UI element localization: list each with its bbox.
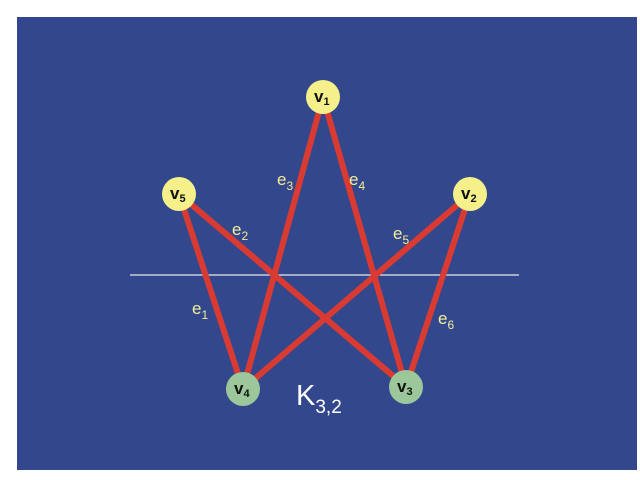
edge-label-main: e <box>349 170 358 189</box>
edge-label-main: e <box>192 299 201 318</box>
vertex-label-sub: 5 <box>179 193 185 205</box>
edge-label-e2: e2 <box>232 220 248 243</box>
vertex-label-sub: 3 <box>406 386 412 398</box>
edge-label-sub: 6 <box>447 318 454 332</box>
edge-e4 <box>320 94 409 390</box>
vertex-v1: v1 <box>306 80 340 114</box>
edge-label-main: e <box>393 224 402 243</box>
vertex-label-sub: 4 <box>243 388 250 400</box>
vertex-label-main: v <box>397 377 407 396</box>
vertex-v2: v2 <box>453 177 487 211</box>
edge-label-main: e <box>232 220 241 239</box>
edges-layer <box>176 94 473 392</box>
vertex-node-v1 <box>306 80 340 114</box>
edge-label-sub: 3 <box>286 179 293 193</box>
vertex-label-main: v <box>314 87 324 106</box>
vertex-v4: v4 <box>226 372 260 406</box>
vertex-v3: v3 <box>389 370 423 404</box>
graph-title-main: K <box>296 380 316 412</box>
vertex-label-main: v <box>170 184 180 203</box>
edge-label-sub: 2 <box>241 229 248 243</box>
vertex-label-main: v <box>234 379 244 398</box>
edge-label-e5: e5 <box>393 224 409 247</box>
edge-label-e6: e6 <box>438 309 454 332</box>
vertex-v5: v5 <box>162 177 196 211</box>
edge-e3 <box>240 94 326 392</box>
vertex-label-sub: 1 <box>323 96 329 108</box>
edge-label-e4: e4 <box>349 170 365 193</box>
graph-title-sub: 3,2 <box>315 397 341 418</box>
vertex-node-v3 <box>389 370 423 404</box>
vertex-node-v4 <box>226 372 260 406</box>
edge-e6 <box>403 191 473 390</box>
edge-label-main: e <box>438 309 447 328</box>
edge-e2 <box>176 191 409 390</box>
edge-label-main: e <box>277 170 286 189</box>
vertex-label-v5: v5 <box>170 184 186 205</box>
graph-title: K3,2 <box>296 380 342 418</box>
vertex-label-main: v <box>461 184 471 203</box>
vertex-label-v1: v1 <box>314 87 330 108</box>
edge-e5 <box>240 191 473 392</box>
vertex-node-v2 <box>453 177 487 211</box>
edge-label-e1: e1 <box>192 299 208 322</box>
edge-label-sub: 1 <box>201 308 208 322</box>
vertex-label-v4: v4 <box>234 379 250 400</box>
vertex-label-v2: v2 <box>461 184 477 205</box>
vertex-label-v3: v3 <box>397 377 413 398</box>
edge-label-sub: 4 <box>358 179 365 193</box>
edge-label-e3: e3 <box>277 170 293 193</box>
vertex-label-sub: 2 <box>470 193 476 205</box>
edge-e1 <box>176 191 246 392</box>
edge-label-sub: 5 <box>402 233 409 247</box>
vertex-node-v5 <box>162 177 196 211</box>
